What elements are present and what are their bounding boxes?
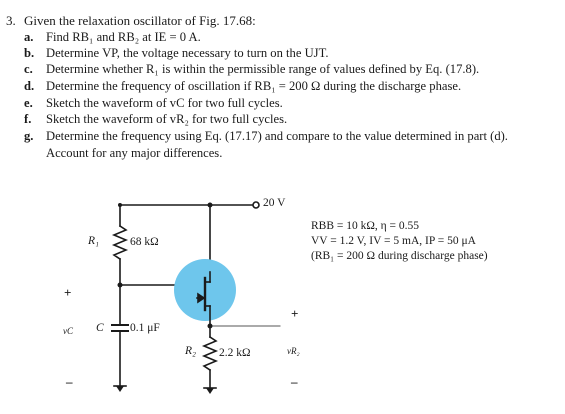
- r2-resistor: [201, 335, 219, 372]
- part-letter: a.: [24, 30, 34, 44]
- part-text: Determine the frequency using Eq. (17.17…: [46, 129, 508, 143]
- r2-name-label: R₂: [185, 345, 197, 357]
- emitter-arrow-icon: [197, 292, 206, 304]
- r1-resistor: [111, 224, 129, 261]
- vr2-minus-sign: –: [291, 374, 298, 389]
- given-vv-iv-ip: VV = 1.2 V, IV = 5 mA, IP = 50 μA: [311, 235, 476, 247]
- r1-value-label: 68 kΩ: [130, 236, 159, 248]
- part-f: f. Sketch the waveform of vR₂ for two ful…: [24, 112, 287, 127]
- r1-node-dot: [118, 203, 122, 207]
- question-stem: Given the relaxation oscillator of Fig. …: [24, 13, 256, 28]
- part-text: Determine VP, the voltage necessary to t…: [46, 46, 329, 60]
- part-letter: f.: [24, 112, 32, 126]
- part-text: Find RB₁ and RB₂ at IE = 0 A.: [46, 30, 201, 44]
- capacitor-value-label: 0.1 μF: [130, 322, 160, 334]
- r1-name-label: R₁: [88, 235, 100, 247]
- part-text: Sketch the waveform of vC for two full c…: [46, 96, 283, 110]
- given-rb1-discharge: (RB₁ = 200 Ω during discharge phase): [311, 250, 488, 262]
- part-letter: d.: [24, 79, 35, 93]
- part-text: Determine the frequency of oscillation i…: [46, 79, 462, 93]
- emitter-node-dot: [117, 282, 123, 288]
- given-parameters: RBB = 10 kΩ, η = 0.55 VV = 1.2 V, IV = 5…: [311, 219, 488, 264]
- vc-minus-sign: –: [66, 374, 73, 389]
- part-letter: e.: [24, 96, 33, 110]
- ground-arrow-left-icon: [116, 386, 124, 392]
- vr2-label: vR₂: [287, 346, 300, 356]
- given-rbb-eta: RBB = 10 kΩ, η = 0.55: [311, 220, 420, 232]
- part-b: b. Determine VP, the voltage necessary to…: [24, 46, 328, 61]
- part-letter: g.: [24, 129, 34, 143]
- b1-node-dot: [207, 323, 213, 329]
- part-g-continuation: Account for any major differences.: [46, 146, 223, 160]
- supply-label: 20 V: [263, 197, 286, 209]
- part-letter: b.: [24, 46, 35, 60]
- capacitor-name-label: C: [96, 322, 104, 334]
- part-c: c. Determine whether R₁ is within the per…: [24, 62, 479, 77]
- part-g: g. Determine the frequency using Eq. (17.…: [24, 129, 508, 144]
- r2-value-label: 2.2 kΩ: [219, 347, 251, 359]
- vr2-plus-sign: +: [291, 306, 299, 321]
- b2-node-dot: [207, 202, 213, 208]
- supply-terminal: [252, 201, 260, 209]
- ground-arrow-right-icon: [206, 388, 214, 394]
- vc-label: vC: [63, 326, 73, 336]
- part-letter: c.: [24, 62, 33, 76]
- part-text: Sketch the waveform of vR₂ for two full …: [46, 112, 288, 126]
- part-a: a. Find RB₁ and RB₂ at IE = 0 A.: [24, 30, 201, 45]
- question-number: 3.: [6, 13, 16, 28]
- part-text: Determine whether R₁ is within the permi…: [46, 62, 480, 76]
- part-e: e. Sketch the waveform of vC for two full…: [24, 96, 283, 111]
- part-d: d. Determine the frequency of oscillation…: [24, 79, 461, 94]
- vc-plus-sign: +: [64, 285, 72, 300]
